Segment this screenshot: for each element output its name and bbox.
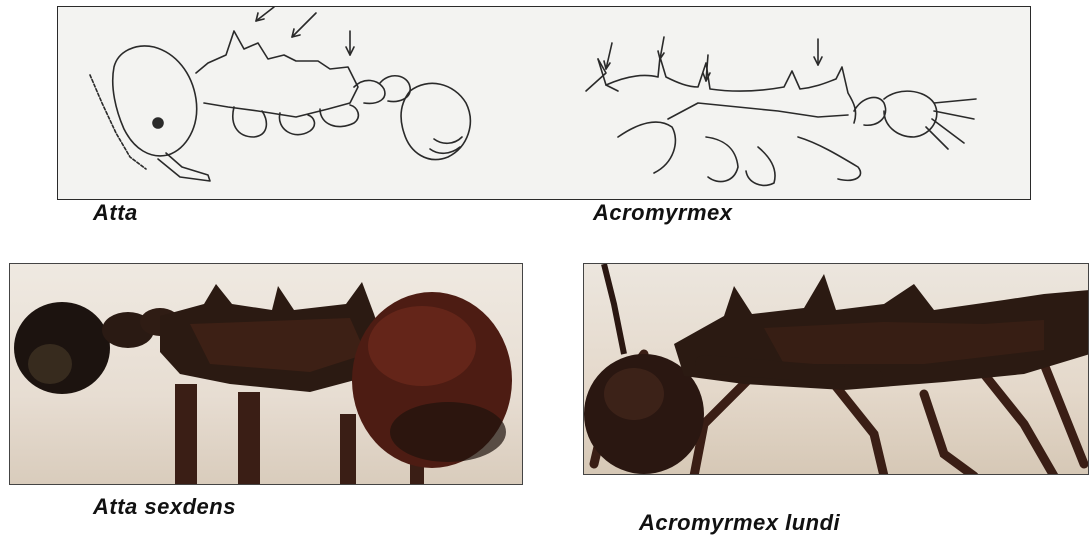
acromyrmex-outline-drawing — [586, 57, 976, 185]
acromyrmex-spine-arrows — [604, 37, 822, 81]
acromyrmex-lundi-photo — [583, 263, 1089, 475]
caption-acromyrmex: Acromyrmex — [593, 200, 733, 226]
atta-sexdens-specimen — [10, 264, 523, 485]
caption-acromyrmex-lundi: Acromyrmex lundi — [639, 510, 840, 536]
atta-sexdens-photo — [9, 263, 523, 485]
ant-outline-drawings — [58, 7, 1031, 200]
caption-atta-sexdens: Atta sexdens — [93, 494, 236, 520]
line-drawing-panel — [57, 6, 1031, 200]
atta-spine-arrows — [256, 7, 354, 55]
atta-outline-drawing — [90, 31, 470, 181]
acromyrmex-lundi-specimen — [584, 264, 1089, 475]
caption-atta: Atta — [93, 200, 138, 226]
